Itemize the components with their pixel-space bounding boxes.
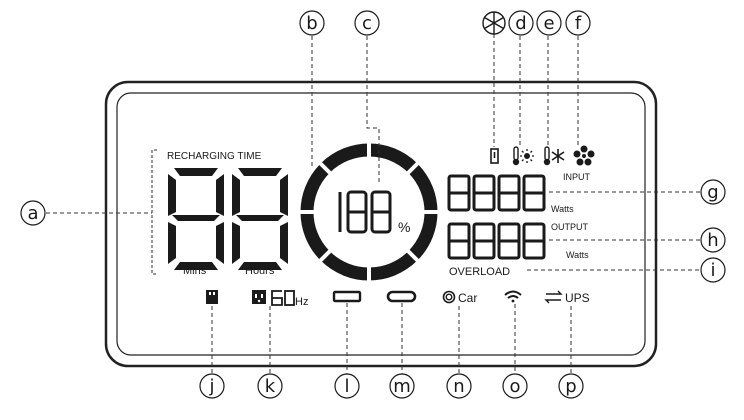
svg-text:d: d: [515, 13, 526, 34]
svg-text:f: f: [575, 13, 582, 34]
output-watts-digits: [447, 222, 546, 260]
callout-k: k: [257, 373, 283, 399]
svg-text:o: o: [509, 376, 520, 397]
battery-ring: [300, 143, 438, 281]
usb-a-icon: [206, 290, 218, 304]
digit-tens: [168, 168, 224, 270]
thermometer-snow-icon: [543, 146, 565, 166]
callout-p: p: [558, 373, 584, 399]
input-watts-digits: [447, 174, 546, 212]
svg-text:i: i: [710, 260, 715, 281]
lcd-panel-inner-frame: [116, 92, 646, 356]
svg-text:j: j: [208, 376, 214, 397]
ac-outlet-icon: [252, 290, 266, 304]
svg-text:b: b: [306, 13, 317, 34]
callout-d: d: [508, 10, 534, 36]
thermometer-sun-icon: [512, 146, 534, 166]
callout-b: b: [299, 10, 325, 36]
svg-text:e: e: [543, 13, 554, 34]
callout-m: m: [389, 373, 415, 399]
callout-e: e: [536, 10, 562, 36]
output-label: OUTPUT: [551, 222, 589, 232]
asterisk-icon: [482, 11, 506, 35]
ups-label: UPS: [565, 291, 590, 305]
callout-g: g: [700, 179, 726, 205]
percent-sign: %: [398, 219, 410, 235]
digit-ones: [232, 168, 288, 270]
car-label: Car: [458, 291, 477, 305]
callout-c: c: [354, 10, 380, 36]
sixty-digits: [271, 290, 295, 306]
callout-j: j: [199, 373, 225, 399]
svg-text:l: l: [344, 376, 349, 397]
battery-percent-digits: [338, 190, 392, 234]
input-watts-label: Watts: [551, 204, 574, 214]
input-label: INPUT: [563, 172, 591, 182]
overload-label: OVERLOAD: [449, 266, 510, 278]
hours-label: Hours: [245, 265, 275, 277]
usb-a-port-icon: [332, 290, 362, 303]
callout-h: h: [700, 227, 726, 253]
mins-label: Mins: [183, 265, 207, 277]
hz-label: Hz: [295, 296, 308, 308]
callout-o: o: [502, 373, 528, 399]
svg-text:m: m: [393, 376, 411, 397]
recharging-time-digits: [168, 168, 288, 270]
wifi-icon: [504, 290, 522, 303]
callout-leaders: [46, 34, 701, 374]
callout-f: f: [565, 10, 591, 36]
car-port-icon: [442, 290, 456, 304]
recharging-bracket: [151, 149, 157, 275]
alert-icon: [490, 148, 499, 164]
ups-arrows-icon: [544, 290, 563, 304]
svg-text:h: h: [707, 230, 718, 251]
callout-l: l: [334, 373, 360, 399]
usb-c-port-icon: [386, 290, 417, 303]
svg-text:g: g: [707, 182, 718, 203]
output-watts-label: Watts: [566, 250, 589, 260]
recharging-time-label: RECHARGING TIME: [167, 151, 262, 162]
svg-text:n: n: [453, 376, 464, 397]
fan-icon: [573, 145, 595, 166]
svg-text:p: p: [565, 376, 576, 397]
callout-a: a: [20, 200, 46, 226]
callout-n: n: [446, 373, 472, 399]
svg-text:k: k: [265, 376, 276, 397]
svg-text:c: c: [362, 13, 372, 34]
callout-i: i: [700, 257, 726, 283]
svg-text:a: a: [27, 203, 38, 224]
